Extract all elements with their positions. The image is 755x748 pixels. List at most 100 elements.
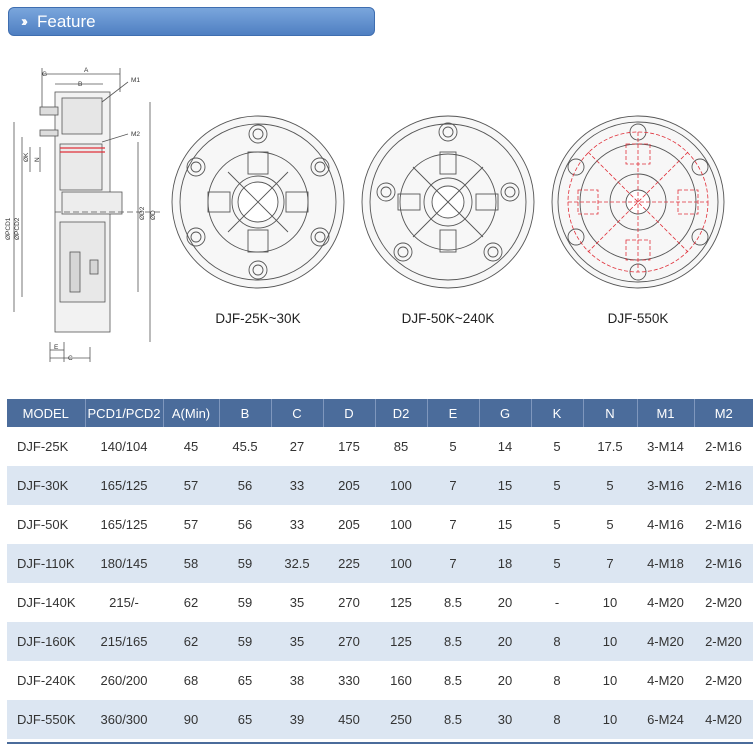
table-cell: 58: [163, 544, 219, 583]
table-cell: 14: [497, 439, 513, 454]
dim-label-d: ØD: [150, 210, 157, 220]
dim-label-n: N: [34, 157, 41, 162]
side-section-drawing: G A B M1 M2 ØK N ØPCD1 ØPCD2 ØD2 ØD E C: [5, 67, 160, 362]
table-cell: 4-M20: [647, 673, 684, 688]
table-cell: 39: [271, 700, 323, 739]
table-cell: 5: [553, 439, 561, 454]
table-cell: 4-M18: [637, 544, 694, 583]
table-cell: 65: [219, 700, 271, 739]
table-cell: 10: [583, 622, 637, 661]
table-header-row: MODEL PCD1/PCD2 A(Min) B C D D2 E G K N …: [7, 399, 753, 427]
table-cell: 165/125: [100, 517, 148, 532]
column-header: M1: [637, 399, 695, 427]
table-cell: 205: [323, 466, 375, 505]
table-cell: 33: [271, 466, 323, 505]
table-cell: 215/-: [109, 595, 139, 610]
table-cell: 225: [323, 544, 375, 583]
table-cell: 68: [183, 673, 199, 688]
dim-label-m1: M1: [131, 77, 140, 84]
table-cell: 59: [219, 544, 271, 583]
model-cell: DJF-25K: [17, 439, 69, 454]
table-cell: 8: [531, 622, 583, 661]
table-cell: 56: [237, 517, 253, 532]
table-cell: 205: [338, 517, 360, 532]
table-cell: 2-M20: [705, 595, 742, 610]
table-cell: 5: [449, 439, 457, 454]
column-header: C: [271, 399, 324, 427]
table-cell: 10: [583, 700, 637, 739]
table-cell: 2-M16: [694, 466, 753, 505]
front-view-djf-550k: [551, 115, 725, 289]
table-cell: 175: [338, 439, 360, 454]
model-cell: DJF-550K: [7, 700, 85, 739]
column-header: PCD1/PCD2: [85, 399, 164, 427]
table-cell: 8.5: [443, 595, 463, 610]
dim-label-m2: M2: [131, 131, 140, 138]
table-cell: 4-M20: [694, 700, 753, 739]
table-cell: 2-M16: [705, 439, 742, 454]
table-cell: 10: [602, 595, 618, 610]
model-cell: DJF-30K: [7, 466, 85, 505]
column-header: A(Min): [163, 399, 220, 427]
table-cell: 85: [393, 439, 409, 454]
model-cell: DJF-140K: [17, 595, 76, 610]
table-cell: 140/104: [100, 439, 148, 454]
table-cell: 8: [531, 700, 583, 739]
table-cell: 20: [497, 673, 513, 688]
table-cell: 4-M16: [647, 517, 684, 532]
table-cell: 65: [237, 673, 253, 688]
table-cell: 30: [479, 700, 531, 739]
column-header: MODEL: [7, 399, 86, 427]
table-cell: 57: [163, 466, 219, 505]
table-cell: 10: [602, 673, 618, 688]
table-cell: 7: [427, 544, 479, 583]
table-cell: 270: [338, 595, 360, 610]
caption-djf-25k-30k: DJF-25K~30K: [215, 311, 301, 326]
table-cell: 450: [323, 700, 375, 739]
column-header: D: [323, 399, 376, 427]
table-cell: 7: [427, 466, 479, 505]
front-view-djf-25k: [171, 115, 345, 289]
column-header: K: [531, 399, 584, 427]
table-cell: 6-M24: [637, 700, 694, 739]
table-cell: 100: [375, 544, 427, 583]
table-cell: 90: [163, 700, 219, 739]
table-cell: 56: [219, 466, 271, 505]
table-cell: 215/165: [85, 622, 163, 661]
front-view-djf-50k: [361, 115, 535, 289]
table-cell: 8.5: [427, 622, 479, 661]
table-cell: 38: [289, 673, 305, 688]
table-cell: 57: [183, 517, 199, 532]
table-cell: 7: [583, 544, 637, 583]
column-header: G: [479, 399, 532, 427]
model-cell: DJF-110K: [7, 544, 85, 583]
dim-label-pcd2: ØPCD2: [14, 217, 21, 240]
table-cell: 8.5: [443, 673, 463, 688]
spec-table: MODEL PCD1/PCD2 A(Min) B C D D2 E G K N …: [7, 399, 753, 739]
table-cell: 62: [163, 622, 219, 661]
table-cell: 7: [449, 517, 457, 532]
dim-label-k: ØK: [23, 152, 30, 162]
table-cell: 20: [497, 595, 513, 610]
model-cell: DJF-50K: [17, 517, 69, 532]
table-cell: 165/125: [85, 466, 163, 505]
table-cell: 59: [237, 595, 253, 610]
column-header: D2: [375, 399, 428, 427]
dim-label-e: E: [54, 344, 59, 351]
column-header: B: [219, 399, 272, 427]
table-cell: 45: [183, 439, 199, 454]
dim-label-g: G: [42, 71, 47, 78]
column-header: E: [427, 399, 480, 427]
table-cell: 32.5: [271, 544, 323, 583]
double-chevron-icon: ››: [21, 13, 28, 30]
table-cell: 2-M20: [705, 673, 742, 688]
model-cell: DJF-240K: [17, 673, 76, 688]
table-cell: 5: [531, 466, 583, 505]
column-header: M2: [694, 399, 753, 427]
